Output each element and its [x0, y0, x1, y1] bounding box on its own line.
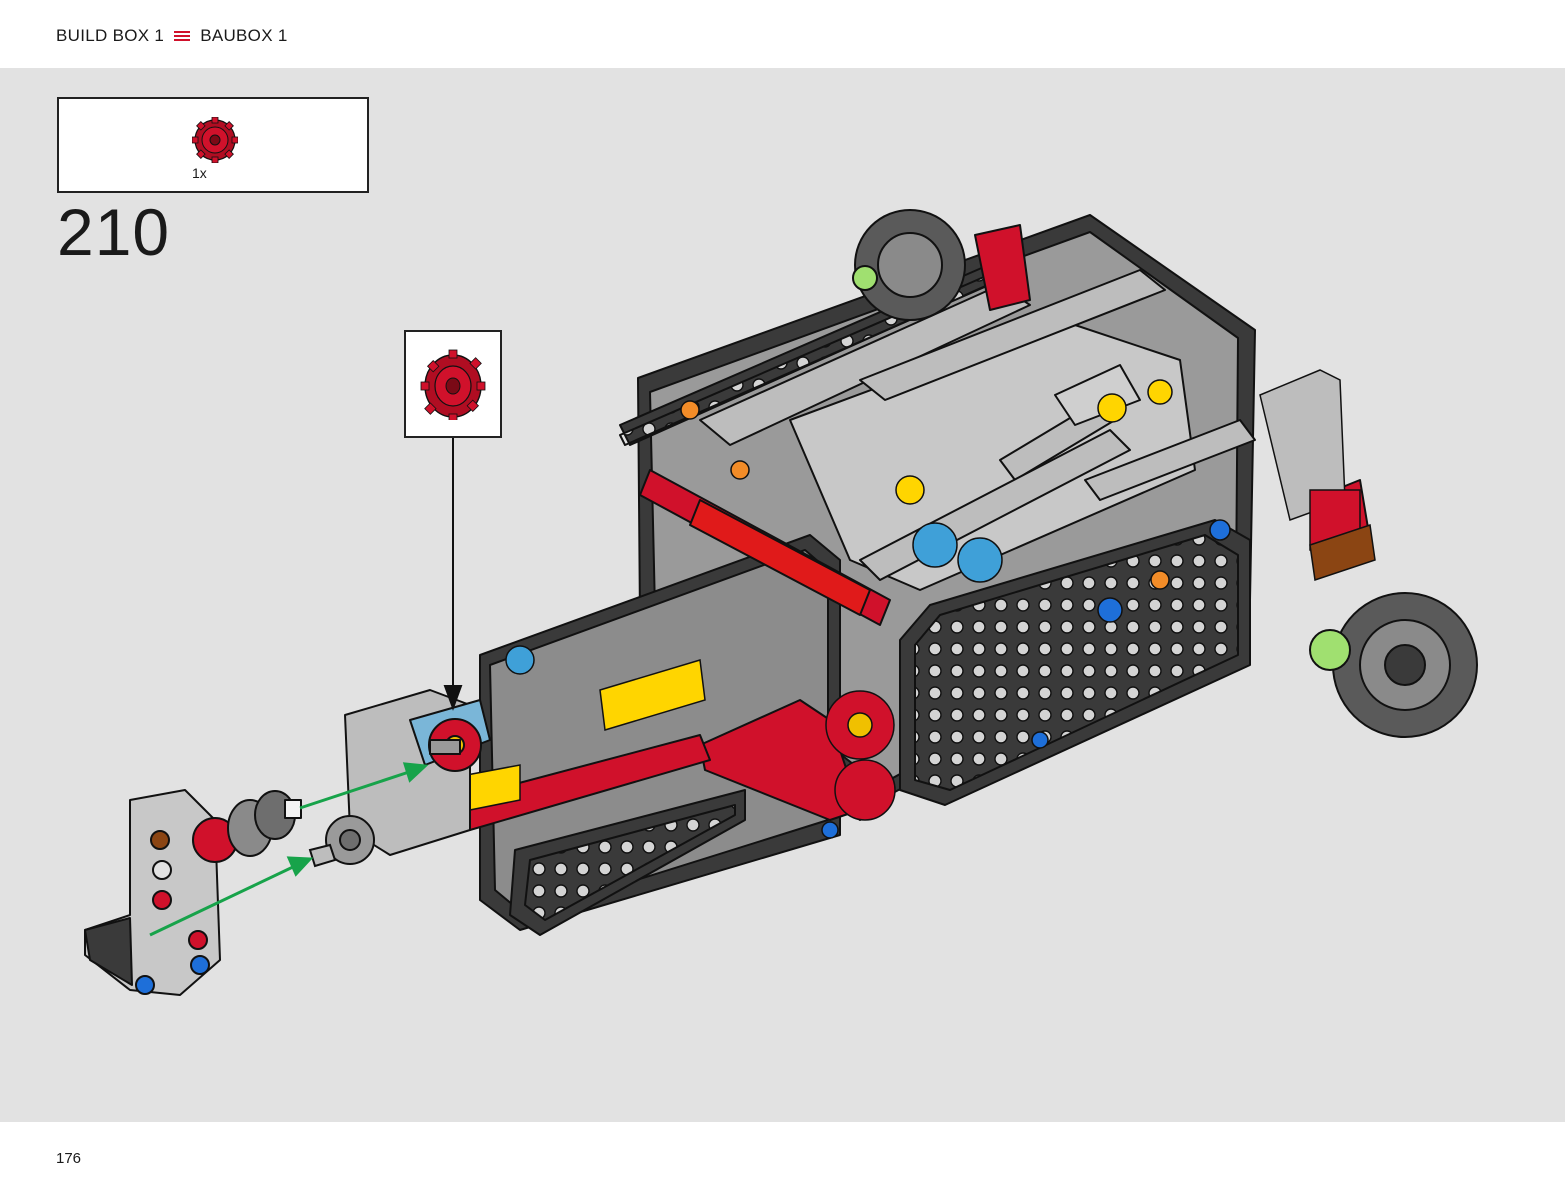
red-gear-icon: [420, 349, 486, 420]
page-footer: 176: [0, 1122, 1565, 1191]
page-header: BUILD BOX 1 BAUBOX 1: [0, 0, 1565, 68]
suspension: [1259, 369, 1376, 581]
parts-list-box: 1x: [57, 97, 369, 193]
model-gears: [825, 522, 1003, 821]
callout-box: [404, 330, 502, 438]
red-gear-icon: [192, 117, 238, 163]
step-number: 210: [57, 195, 171, 269]
part-quantity: 1x: [192, 165, 207, 181]
exploded-bracket: [84, 789, 302, 996]
assembly-arrows: [149, 762, 429, 937]
callout-leader: [443, 438, 463, 711]
wheel-hubs: [852, 209, 1478, 738]
page-number: 176: [56, 1150, 82, 1167]
exploded-gear: [308, 815, 375, 868]
build-box-label: BUILD BOX 1 BAUBOX 1: [56, 26, 288, 46]
menu-lines-icon: [174, 30, 191, 42]
build-box-en: BUILD BOX 1: [56, 26, 165, 45]
red-beams: [454, 224, 1371, 831]
build-box-de: BAUBOX 1: [200, 26, 288, 45]
